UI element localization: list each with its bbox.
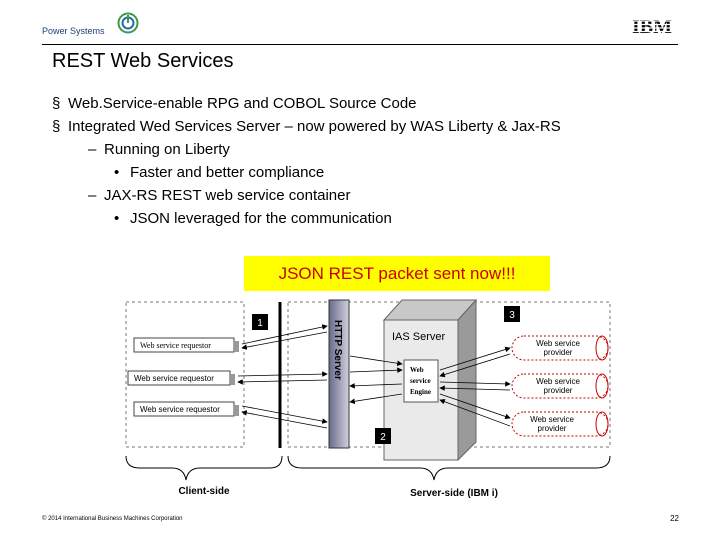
power-systems-brand: Power Systems — [42, 26, 105, 36]
sub-sub-bullet-item: • JSON leveraged for the communication — [114, 210, 392, 228]
requestor-label: Web service requestor — [140, 341, 211, 350]
ibm-logo-text: IBM — [632, 16, 672, 38]
provider-box — [511, 373, 609, 399]
bullet-text: JAX-RS REST web service container — [104, 187, 351, 204]
rest-architecture-diagram: HTTP Server IAS Server Web service Engin… — [125, 298, 611, 499]
step-marker — [504, 306, 520, 322]
ibm-logo: IBM — [626, 16, 678, 38]
slide-title: REST Web Services — [52, 50, 234, 72]
step-marker-label: 2 — [380, 432, 386, 443]
bullet-marker: § — [52, 118, 61, 135]
provider-box — [511, 411, 609, 437]
engine-label: Web — [410, 366, 424, 374]
server-side-label: Server-side (IBM i) — [410, 488, 498, 499]
provider-label: provider — [544, 348, 573, 357]
provider-label: Web service — [536, 377, 580, 386]
client-side-label: Client-side — [178, 486, 230, 497]
page-number: 22 — [670, 514, 679, 523]
requestor-label: Web service requestor — [134, 374, 214, 383]
provider-label: provider — [544, 386, 573, 395]
json-callout: JSON REST packet sent now!!! — [244, 256, 550, 291]
header-divider — [42, 44, 678, 45]
bullet-marker: – — [88, 187, 97, 204]
provider-label: Web service — [536, 339, 580, 348]
bullet-marker: • — [114, 164, 120, 181]
bullet-text: Faster and better compliance — [130, 164, 325, 181]
footer-copyright: © 2014 International Business Machines C… — [42, 516, 183, 522]
provider-label: Web service — [530, 415, 574, 424]
step-marker — [375, 428, 391, 444]
step-marker-label: 1 — [257, 318, 263, 329]
engine-label: service — [410, 377, 431, 385]
ias-server-label: IAS Server — [392, 331, 446, 343]
bullet-item: § Integrated Wed Services Server – now po… — [52, 118, 561, 136]
bullet-marker: • — [114, 210, 120, 227]
engine-label: Engine — [410, 388, 431, 396]
sub-bullet-item: –Running on Liberty — [88, 141, 230, 159]
bullet-text: Running on Liberty — [104, 141, 230, 158]
step-marker-label: 3 — [509, 310, 515, 321]
bullet-item: § Web.Service-enable RPG and COBOL Source… — [52, 95, 417, 113]
bullet-marker: – — [88, 141, 97, 158]
provider-box — [511, 335, 609, 361]
bullet-text: Integrated Wed Services Server – now pow… — [68, 118, 561, 135]
bullet-marker: § — [52, 95, 61, 112]
sub-bullet-item: –JAX-RS REST web service container — [88, 187, 350, 205]
http-server-bar — [328, 299, 350, 449]
power-systems-logo-icon — [117, 12, 139, 34]
step-marker — [252, 314, 268, 330]
http-server-label: HTTP Server — [332, 320, 343, 380]
provider-label: provider — [538, 424, 567, 433]
bullet-text: JSON leveraged for the communication — [130, 210, 392, 227]
requestor-label: Web service requestor — [140, 405, 220, 414]
bullet-text: Web.Service-enable RPG and COBOL Source … — [68, 95, 417, 112]
sub-sub-bullet-item: • Faster and better compliance — [114, 164, 324, 182]
